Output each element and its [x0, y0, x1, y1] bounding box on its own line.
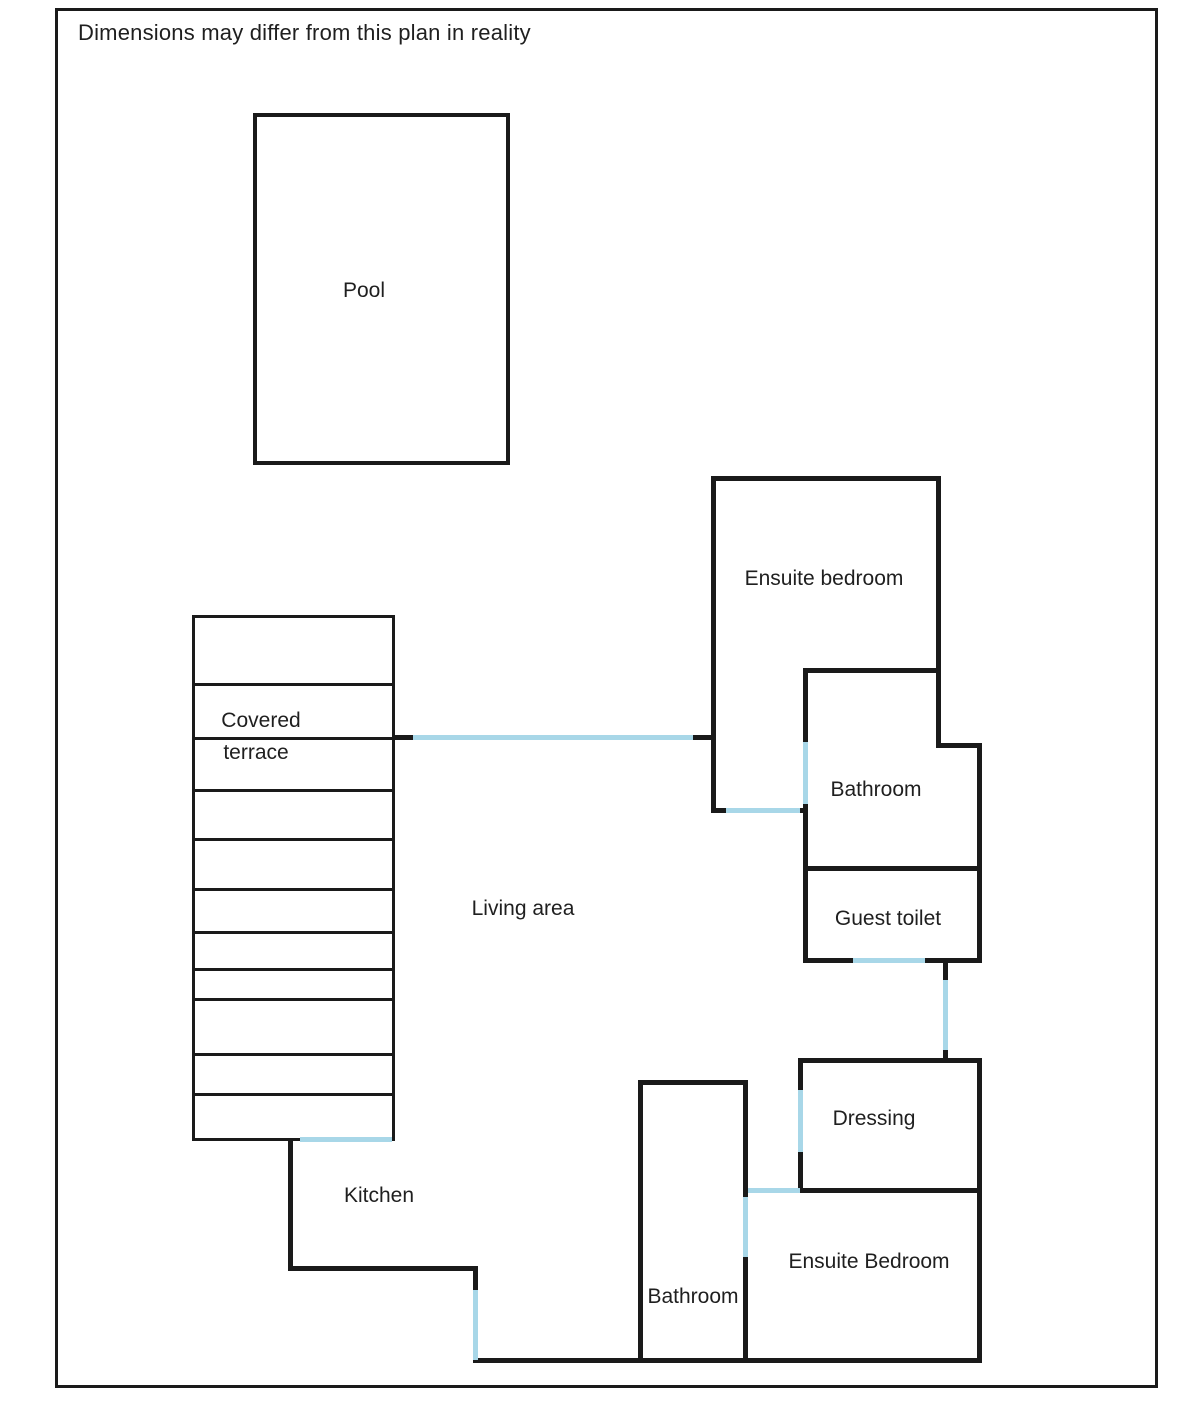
- wall-kitchen-south: [288, 1266, 478, 1271]
- room-label-terrace: terrace: [223, 741, 289, 764]
- terrace-deck-line: [195, 838, 392, 841]
- door-bathroom-top: [803, 742, 808, 804]
- terrace-deck-line: [195, 737, 392, 740]
- wall-kitchen-west: [288, 1138, 293, 1271]
- door-ensuite-top: [726, 808, 800, 813]
- wall-dressing-north: [798, 1058, 982, 1063]
- room-label-ensuite-bedroom-top: Ensuite bedroom: [744, 567, 904, 590]
- plan-border: [55, 8, 1158, 1388]
- room-label-living-area: Living area: [471, 897, 575, 920]
- wall-guest-toilet-east: [977, 866, 982, 963]
- pool-outline: [253, 113, 510, 465]
- wall-kitchen-east-nub: [473, 1266, 478, 1292]
- door-bathroom-bottom: [743, 1197, 748, 1257]
- room-label-kitchen: Kitchen: [343, 1184, 415, 1207]
- door-kitchen-terrace: [300, 1137, 392, 1142]
- terrace-deck-line: [195, 968, 392, 971]
- door-kitchen-opening: [473, 1290, 478, 1360]
- wall-glass-left-nub: [395, 735, 413, 740]
- room-label-pool: Pool: [342, 279, 386, 302]
- door-dressing: [798, 1090, 803, 1152]
- wall-bathroom-top-south: [803, 866, 982, 871]
- room-label-ensuite-bedroom-bottom: Ensuite Bedroom: [788, 1250, 950, 1273]
- terrace-deck-line: [195, 931, 392, 934]
- plan-disclaimer: Dimensions may differ from this plan in …: [78, 20, 531, 45]
- terrace-deck-line: [195, 888, 392, 891]
- wall-corridor-lower-nub: [943, 1050, 948, 1063]
- terrace-deck-line: [195, 1093, 392, 1096]
- wall-bathroom-top-notch: [936, 743, 982, 748]
- door-sliding-glass: [413, 735, 695, 740]
- room-label-guest-toilet: Guest toilet: [834, 907, 942, 930]
- wall-glass-right-nub: [693, 735, 715, 740]
- wall-dressing-south: [798, 1188, 982, 1193]
- wall-guest-toilet-west: [803, 866, 808, 963]
- wall-bathroom-bottom-west: [638, 1080, 643, 1363]
- terrace-deck-line: [195, 998, 392, 1001]
- room-label-dressing: Dressing: [832, 1107, 916, 1130]
- wall-ensuite-top-north: [711, 476, 941, 481]
- wall-ensuite-top-east: [936, 476, 941, 748]
- door-guest-toilet: [853, 958, 925, 963]
- wall-bathroom-top-east: [977, 743, 982, 873]
- terrace-deck-line: [195, 789, 392, 792]
- door-ensuite-bottom-entry: [748, 1188, 800, 1193]
- wall-east-outer: [977, 1058, 982, 1363]
- terrace-deck-line: [195, 1053, 392, 1056]
- door-corridor: [943, 980, 948, 1052]
- wall-bathroom-top-north: [803, 668, 941, 673]
- terrace-deck-line: [195, 683, 392, 686]
- room-label-bathroom-top: Bathroom: [830, 778, 922, 801]
- wall-ensuite-top-west: [711, 476, 716, 813]
- covered-terrace-outline: [192, 615, 395, 1141]
- wall-bathroom-bottom-north: [638, 1080, 748, 1085]
- wall-corridor-upper-nub: [943, 958, 948, 982]
- room-label-bathroom-bottom: Bathroom: [647, 1285, 739, 1308]
- wall-south-outer: [473, 1358, 982, 1363]
- room-label-covered: Covered: [221, 709, 301, 732]
